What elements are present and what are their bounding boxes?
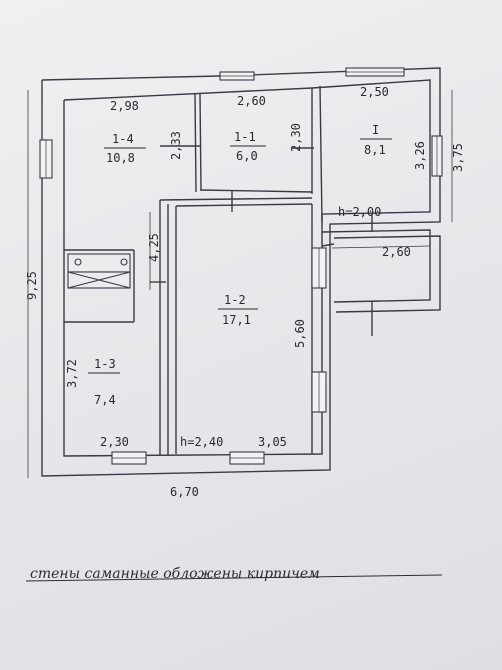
dim-outer-left: 9,25 (25, 271, 39, 300)
room-I: I 8,1 (360, 123, 392, 157)
dim-bottom-left: 2,30 (100, 435, 129, 449)
dim-h-room-i: h=2,00 (338, 205, 381, 219)
dim-h-main: h=2,40 (180, 435, 223, 449)
svg-text:I: I (372, 123, 379, 137)
svg-text:6,0: 6,0 (236, 149, 258, 163)
dim-porch-width: 2,60 (382, 245, 411, 259)
dim-top-right: 2,50 (360, 85, 389, 99)
svg-text:1-2: 1-2 (224, 293, 246, 307)
dim-r13-height: 3,72 (65, 359, 79, 388)
inner-wall (63, 79, 431, 457)
stove (67, 253, 131, 289)
room-1-2: 1-2 17,1 (218, 293, 258, 327)
wall-1-1-bottom (199, 189, 313, 193)
svg-text:1-1: 1-1 (234, 130, 256, 144)
room-1-1: 1-1 6,0 (230, 130, 266, 163)
dim-r1-height: 3,26 (413, 141, 427, 170)
svg-text:8,1: 8,1 (364, 143, 386, 157)
svg-text:1-3: 1-3 (94, 357, 116, 371)
dim-top-mid: 2,60 (237, 94, 266, 108)
svg-text:10,8: 10,8 (106, 151, 135, 165)
dim-top-left: 2,98 (110, 99, 139, 113)
svg-text:17,1: 17,1 (222, 313, 251, 327)
dim-corridor: 4,25 (147, 233, 161, 262)
dim-outer-bottom: 6,70 (170, 485, 199, 499)
outer-wall (41, 67, 441, 477)
dim-r12-height: 5,60 (293, 319, 307, 348)
dim-r11-height: 2,30 (289, 123, 303, 152)
svg-text:1-4: 1-4 (112, 132, 134, 146)
wall-1-4-1-1 (194, 93, 197, 193)
dim-bottom-right: 3,05 (258, 435, 287, 449)
svg-text:7,4: 7,4 (94, 393, 116, 407)
dim-outer-right: 3,75 (451, 143, 465, 172)
room-1-4: 1-4 10,8 (104, 132, 146, 165)
dim-r14-height: 2,33 (169, 131, 183, 160)
note-underline (25, 574, 443, 582)
wall-material-note: стены саманные обложены кирпичем (30, 566, 320, 582)
room-1-3: 1-3 7,4 (88, 357, 120, 407)
